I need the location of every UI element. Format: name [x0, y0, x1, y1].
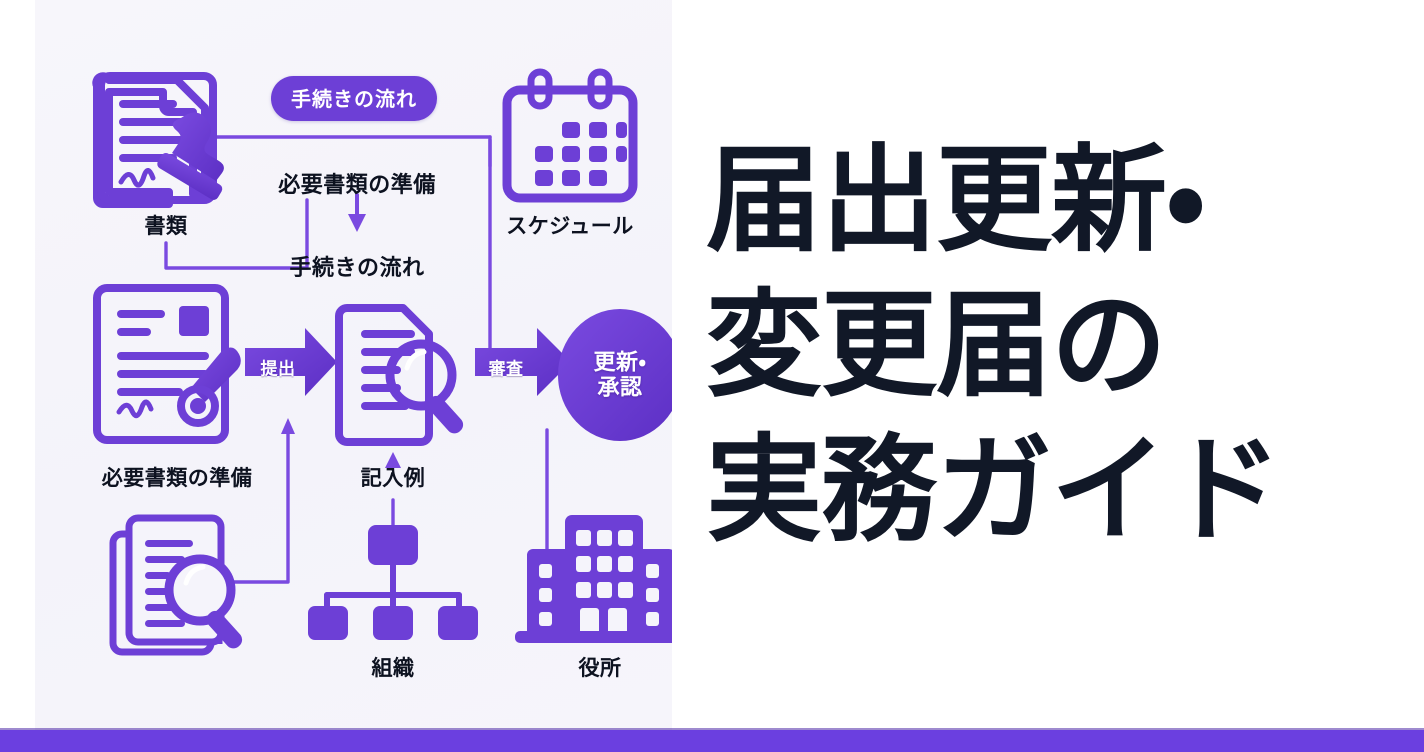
caption-document-magnifier: 記入例	[360, 467, 426, 490]
headline-line-1: 届出更新・	[706, 133, 1205, 268]
result-circle-label: 更新・ 承認	[594, 350, 647, 399]
caption-document-signed: 必要書類の準備	[101, 467, 253, 490]
bottom-bar-edge	[0, 728, 1424, 730]
headline-line-2: 変更届の	[706, 278, 1167, 413]
arrow-tag-review: 審査	[488, 359, 524, 379]
caption-calendar: スケジュール	[506, 215, 634, 238]
caption-government-building: 役所	[578, 657, 622, 680]
headline-line-3: 実務ガイド	[706, 423, 1282, 558]
flow-badge: 手続きの流れ	[271, 76, 437, 121]
diagram-artwork	[92, 68, 672, 656]
page-title: 届出更新・ 変更届の 実務ガイド	[706, 128, 1412, 563]
caption-org-chart: 組織	[371, 657, 415, 680]
caption-document-stamp: 書類	[144, 215, 188, 238]
result-line-2: 承認	[597, 374, 643, 399]
flow-note-top: 必要書類の準備	[278, 172, 436, 197]
flow-note-bottom: 手続きの流れ	[289, 255, 425, 280]
result-line-1: 更新・	[593, 349, 647, 375]
arrow-tag-submit: 提出	[260, 359, 296, 379]
bottom-accent-bar	[0, 730, 1424, 752]
illustration-panel: 手続きの流れ 書類 スケジュール 必要書類の準備 手続きの流れ 提出 審査 更新…	[35, 0, 672, 730]
